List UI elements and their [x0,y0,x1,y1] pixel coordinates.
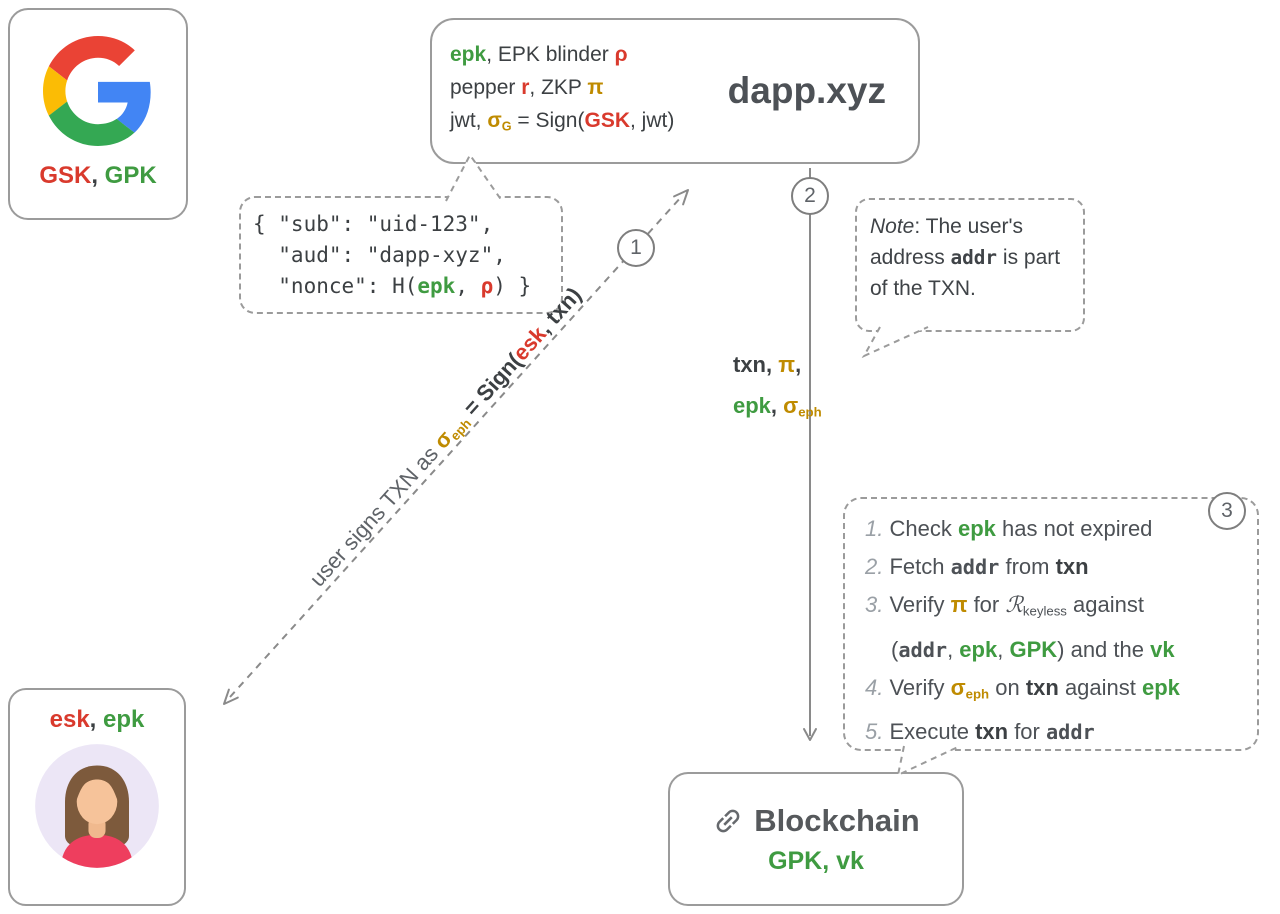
jwt-payload-bubble: { "sub": "uid-123", "aud": "dapp-xyz", "… [239,196,563,314]
blockchain-title-row: Blockchain [712,802,920,839]
blockchain-title: Blockchain [754,802,920,838]
txn-payload-line-2: epk, σeph [733,393,822,420]
google-keys-label: GSK, GPK [39,162,157,189]
steps-line-2: 2. Fetch addr from txn [865,554,1089,579]
blockchain-keys-label: GPK, vk [768,846,864,875]
steps-line-1: 1. Check epk has not expired [865,516,1153,541]
dapp-secrets: epk, EPK blinder ρ pepper r, ZKP π jwt, … [450,38,674,144]
txn-payload-label: txn, π, epk, σeph [733,344,822,433]
dapp-secrets-line-2: pepper r, ZKP π [450,76,604,100]
blockchain-box: Blockchain GPK, vk [668,772,964,906]
validation-steps-bubble: 1. Check epk has not expired 2. Fetch ad… [843,497,1259,751]
note-text: Note: The user's address addr is part of… [870,215,1061,300]
steps-line-5: 4. Verify σeph on txn against epk [865,674,1180,702]
steps-line-3: 3. Verify π for ℛkeyless against [865,592,1144,619]
jwt-line-3: "nonce": H(epk, ρ) } [253,274,532,298]
arrowhead-user-end [223,688,239,705]
chain-link-icon [716,809,740,832]
jwt-line-1: { "sub": "uid-123", [253,212,494,236]
note-bubble: Note: The user's address addr is part of… [855,198,1085,332]
user-box: esk, epk [8,688,186,906]
step-3-badge: 3 [1208,492,1246,530]
user-keys-label: esk, epk [49,706,145,733]
steps-line-6: 5. Execute txn for addr [865,719,1095,745]
dapp-secrets-line-1: epk, EPK blinder ρ [450,43,628,67]
woman-avatar [35,744,159,868]
dapp-title: dapp.xyz [727,70,886,111]
txn-payload-line-1: txn, π, [733,352,802,377]
steps-line-4: (addr, epk, GPK) and the vk [891,636,1175,662]
google-box: GSK, GPK [8,8,188,220]
google-logo-icon [43,36,151,146]
jwt-line-2: "aud": "dapp-xyz", [253,243,506,267]
arrowhead-dapp-end [673,189,689,206]
arrowhead-blockchain-end [803,728,817,741]
step-2-badge: 2 [791,177,829,215]
dapp-box: epk, EPK blinder ρ pepper r, ZKP π jwt, … [430,18,920,164]
dapp-secrets-line-3: jwt, σG = Sign(GSK, jwt) [450,109,675,134]
